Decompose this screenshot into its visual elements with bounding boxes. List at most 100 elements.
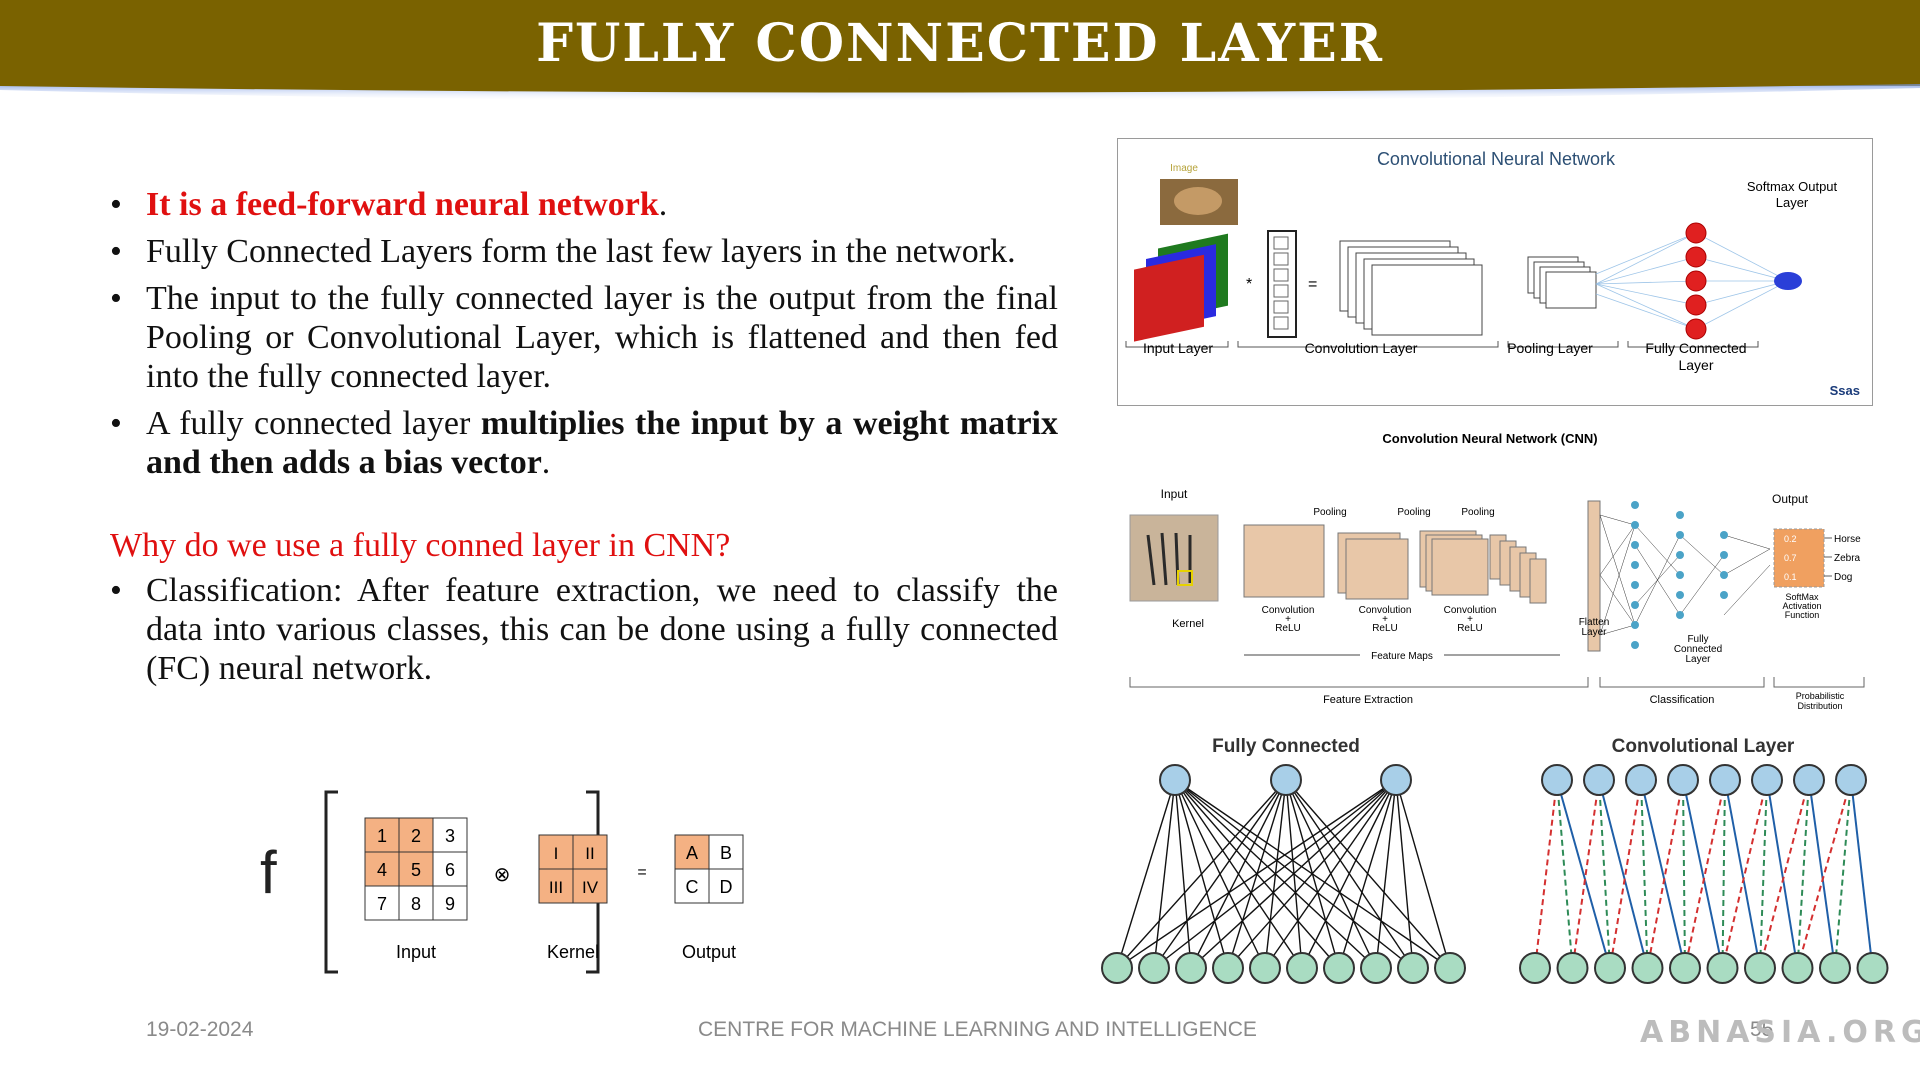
conv-top-node <box>1625 764 1657 796</box>
cnn-pipeline-figure: Convolution Neural Network (CNN) Input K… <box>1120 425 1880 715</box>
fc-title: Fully Connected <box>1212 736 1360 757</box>
conv-edge <box>1850 779 1874 969</box>
output-matrix: A B C D <box>674 834 744 904</box>
conv-top-node <box>1835 764 1867 796</box>
fc-network-nodes <box>1631 501 1728 649</box>
pool-layer-label: Pooling Layer <box>1507 340 1593 356</box>
pooling-label: Pooling <box>1461 507 1494 518</box>
fc-label: Layer <box>1685 654 1711 665</box>
zebra-image <box>1129 514 1219 602</box>
title-bar: FULLY CONNECTED LAYER <box>0 0 1920 86</box>
slide-title: FULLY CONNECTED LAYER <box>536 12 1384 74</box>
input-cell: 5 <box>411 860 421 880</box>
softmax-node <box>1774 272 1802 290</box>
fc-bottom-node <box>1286 952 1318 984</box>
flatten-label: Layer <box>1581 627 1607 638</box>
bullet-list: It is a feed-forward neural network. Ful… <box>110 185 1058 482</box>
conv-bottom-node <box>1519 952 1551 984</box>
plus-label: + <box>1467 614 1473 625</box>
fc-edge <box>1153 779 1176 969</box>
input-cell: 1 <box>377 826 387 846</box>
conv-edge <box>1640 779 1649 969</box>
pooled-maps <box>1527 256 1597 309</box>
conv-edge <box>1609 779 1642 969</box>
fc-edge <box>1116 779 1176 969</box>
conv-edge <box>1571 779 1600 969</box>
kernel-label: Kernel <box>547 942 599 962</box>
fc-top-node <box>1380 764 1412 796</box>
conv-top-node <box>1709 764 1741 796</box>
sas-logo: Ssas <box>1830 383 1860 398</box>
fc-layer-label: Layer <box>1678 357 1713 373</box>
header-swoosh-decoration <box>0 78 1920 102</box>
conv-top-nodes <box>1541 764 1867 796</box>
conv-edge <box>1598 779 1649 969</box>
conv-edge <box>1682 779 1686 969</box>
sample-image-subject <box>1174 187 1222 215</box>
conv-top-node <box>1793 764 1825 796</box>
softmax-label: Layer <box>1776 195 1809 210</box>
bullet-highlight: It is a feed-forward neural network <box>146 186 659 223</box>
fc-edge <box>1116 779 1397 969</box>
conv-bottom-node <box>1744 952 1776 984</box>
input-cell: 9 <box>445 894 455 914</box>
conv-top-node <box>1541 764 1573 796</box>
softmax-label: SoftMax <box>1785 592 1819 602</box>
classification-label: Classification <box>1650 694 1715 706</box>
fc-edge <box>1153 779 1397 969</box>
bullet-item: The input to the fully connected layer i… <box>110 279 1058 396</box>
conv-bottom-node <box>1856 952 1889 984</box>
input-channels <box>1134 233 1228 342</box>
relu-label: ReLU <box>1457 623 1483 634</box>
fc-label: Fully <box>1687 634 1708 645</box>
conv-edge <box>1766 779 1799 969</box>
relu-label: ReLU <box>1372 623 1398 634</box>
watermark: ABNASIA.ORG <box>1640 1015 1920 1050</box>
slide-body: It is a feed-forward neural network. Ful… <box>110 185 1058 696</box>
image-label: Image <box>1170 163 1198 174</box>
kernel-matrix <box>538 834 608 904</box>
bullet-item: It is a feed-forward neural network. <box>110 185 1058 224</box>
figure-title: Convolutional Neural Network <box>1377 149 1616 169</box>
fc-edge <box>1301 779 1397 969</box>
left-bracket <box>324 790 338 974</box>
conv-edge <box>1556 779 1574 969</box>
output-cell: B <box>720 843 732 863</box>
conv-edge <box>1796 779 1810 969</box>
conv-edge <box>1724 779 1761 969</box>
probabilistic-label: Distribution <box>1797 701 1842 711</box>
input-cell: 2 <box>411 826 421 846</box>
softmax-label: Activation <box>1782 601 1821 611</box>
fc-bottom-node <box>1249 952 1281 984</box>
fc-bottom-node <box>1138 952 1170 984</box>
softmax-label: Function <box>1785 610 1820 620</box>
softmax-label: Softmax Output <box>1747 179 1838 194</box>
fc-bottom-node <box>1212 952 1244 984</box>
feature-map-blocks <box>1243 524 1547 604</box>
conv-edge <box>1721 779 1726 969</box>
cnn-pipeline-drawing: Convolution Neural Network (CNN) Input K… <box>1129 431 1865 711</box>
fc-nodes <box>1685 222 1707 340</box>
conv-bottom-node <box>1594 952 1626 984</box>
output-cell: A <box>686 843 698 863</box>
conv-connection-lines <box>1534 779 1874 969</box>
pooling-label: Pooling <box>1397 507 1430 518</box>
conv-edge <box>1684 779 1726 969</box>
plus-label: + <box>1382 614 1388 625</box>
output-cell: C <box>686 877 699 897</box>
kernel-cell: IV <box>582 878 599 897</box>
cnn-overview-figure: Convolutional Neural Network Image * = <box>1117 138 1873 406</box>
conv-label: Convolution <box>1359 605 1412 616</box>
kernel-cell: I <box>554 844 559 863</box>
conv-top-node <box>1583 764 1615 796</box>
output-label: Output <box>1772 492 1809 506</box>
output-cell: D <box>720 877 733 897</box>
conv-bottom-node <box>1669 952 1701 984</box>
fc-bottom-node <box>1101 952 1133 984</box>
conv-bottom-node <box>1706 952 1739 984</box>
input-cell: 6 <box>445 860 455 880</box>
plus-label: + <box>1285 614 1291 625</box>
fc-edge <box>1116 779 1287 969</box>
section-question: Why do we use a fully conned layer in CN… <box>110 527 731 564</box>
class-label: Zebra <box>1834 553 1861 564</box>
